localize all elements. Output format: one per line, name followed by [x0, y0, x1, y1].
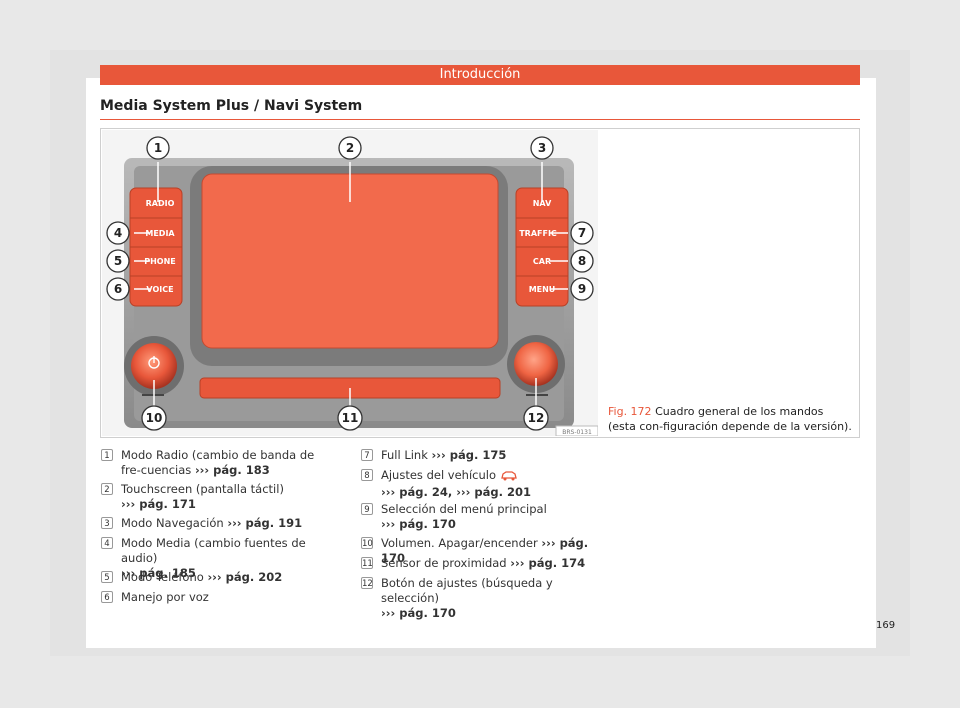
callout-11	[337, 405, 363, 431]
car-settings-icon	[500, 469, 518, 485]
list-item: 12 Botón de ajustes (búsqueda y selecció…	[361, 576, 553, 620]
media-button-label: MEDIA	[145, 229, 175, 238]
svg-text:2: 2	[346, 141, 354, 155]
svg-text:1: 1	[154, 141, 162, 155]
callout-6	[106, 277, 130, 301]
page-reference-link[interactable]: ››› pág. 171	[121, 497, 196, 511]
page-reference-link[interactable]: ››› pág. 202	[207, 570, 283, 584]
item-number: 12	[361, 577, 373, 589]
callout-8	[570, 249, 594, 273]
callout-3	[530, 136, 554, 160]
list-item: 7 Full Link ››› pág. 175	[361, 448, 596, 463]
item-number: 8	[361, 469, 373, 481]
list-item: 11 Sensor de proximidad ››› pág. 174	[361, 556, 586, 570]
page-reference-link[interactable]: ››› pág. 183	[194, 463, 270, 477]
callout-1	[146, 136, 170, 160]
svg-text:4: 4	[114, 226, 122, 240]
traffic-button-label: TRAFFIC	[519, 229, 557, 238]
page-number: 169	[876, 620, 896, 631]
svg-text:5: 5	[114, 254, 122, 268]
page-reference-link[interactable]: ››› pág. 191	[227, 516, 303, 530]
page-reference-link[interactable]: ››› pág. 170	[381, 606, 456, 620]
page-reference-link[interactable]: ››› pág. 175	[431, 448, 507, 462]
svg-text:8: 8	[578, 254, 586, 268]
callout-9	[570, 277, 594, 301]
item-number: 2	[101, 483, 113, 495]
device-photo: 1 2 3 4 5 6 7 8 9 10 11 12 RADIO MEDIA P…	[102, 130, 598, 436]
list-item: 5 Modo Teléfono ››› pág. 202	[101, 570, 336, 585]
item-number: 4	[101, 537, 113, 549]
callout-10	[141, 405, 167, 431]
figure-caption-text: Cuadro general de los mandos (esta con-f…	[608, 405, 852, 433]
settings-knob	[514, 342, 558, 386]
callout-12	[523, 405, 549, 431]
volume-knob	[131, 343, 177, 389]
page-reference-link[interactable]: ››› pág. 170	[381, 536, 589, 565]
svg-text:10: 10	[146, 411, 163, 425]
svg-text:3: 3	[538, 141, 546, 155]
callout-4	[106, 221, 130, 245]
list-item: 4 Modo Media (cambio fuentes de audio)››…	[101, 536, 336, 581]
svg-text:9: 9	[578, 282, 586, 296]
item-number: 3	[101, 517, 113, 529]
page-reference-link[interactable]: ››› pág. 185	[121, 566, 196, 580]
list-item: 9 Selección del menú principal››› pág. 1…	[361, 502, 596, 532]
item-number: 10	[361, 537, 373, 549]
chapter-banner: Introducción	[100, 65, 860, 85]
item-number: 11	[361, 557, 373, 569]
item-number: 1	[101, 449, 113, 461]
item-number: 7	[361, 449, 373, 461]
page-reference-link[interactable]: ››› pág. 174	[510, 556, 586, 570]
title-rule	[100, 119, 860, 120]
svg-text:6: 6	[114, 282, 122, 296]
callout-7	[570, 221, 594, 245]
list-item: 8 Ajustes del vehículo ››› pág. 24, ››› …	[361, 468, 596, 500]
nav-button-label: NAV	[533, 199, 552, 208]
list-item: 10 Volumen. Apagar/encender ››› pág. 170	[361, 536, 589, 565]
list-item: 2 Touchscreen (pantalla táctil)››› pág. …	[101, 482, 336, 512]
radio-button-label: RADIO	[146, 199, 175, 208]
car-button-label: CAR	[533, 257, 551, 266]
voice-button-label: VOICE	[146, 285, 173, 294]
item-number: 9	[361, 503, 373, 515]
callout-2	[338, 136, 362, 160]
section-title: Media System Plus / Navi System	[100, 98, 363, 114]
figure-label: Fig. 172	[608, 405, 652, 418]
figure-caption: Fig. 172 Cuadro general de los mandos (e…	[608, 404, 854, 434]
item-number: 6	[101, 591, 113, 603]
phone-button-label: PHONE	[144, 257, 176, 266]
page-reference-link[interactable]: ››› pág. 170	[381, 517, 456, 531]
callout-5	[106, 249, 130, 273]
svg-text:7: 7	[578, 226, 586, 240]
list-item: 3 Modo Navegación ››› pág. 191	[101, 516, 336, 531]
page-reference-link[interactable]: ››› pág. 24, ››› pág. 201	[381, 485, 532, 499]
svg-text:11: 11	[342, 411, 359, 425]
svg-text:12: 12	[528, 411, 545, 425]
photo-code: BRS-0131	[562, 429, 592, 436]
menu-button-label: MENU	[529, 285, 556, 294]
list-item: 1 Modo Radio (cambio de banda de fre-cue…	[101, 448, 336, 478]
list-item: 6 Manejo por voz	[101, 590, 336, 605]
item-number: 5	[101, 571, 113, 583]
